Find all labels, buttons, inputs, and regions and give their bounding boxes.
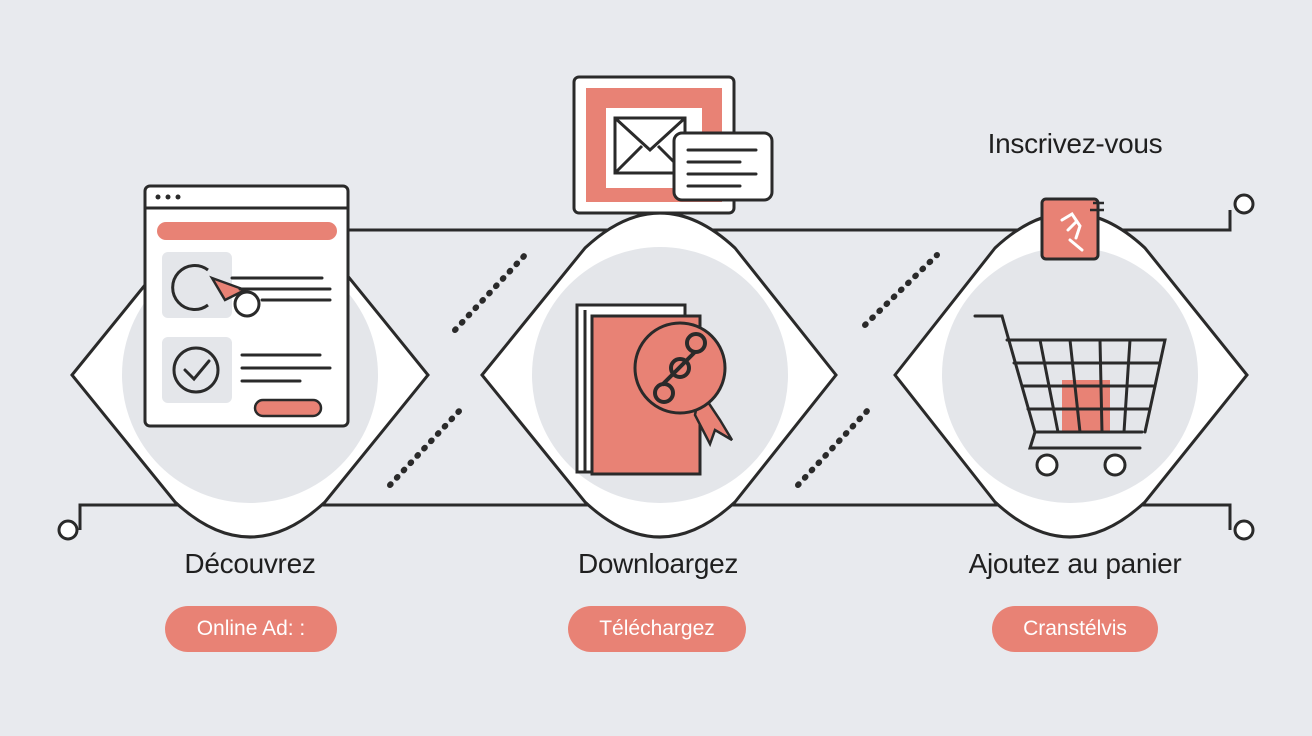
browser-window-icon xyxy=(143,184,350,428)
email-card-icon xyxy=(572,75,774,215)
tag-pill-online-ad[interactable]: Online Ad: : xyxy=(165,606,337,652)
top-rail xyxy=(345,193,1255,232)
step-label-add-to-cart: Ajoutez au panier xyxy=(968,548,1182,579)
dotted-connectors xyxy=(387,252,940,488)
node-add-to-cart xyxy=(893,211,1249,539)
tag-pill-cart[interactable]: Cranstélvis xyxy=(992,606,1158,652)
step-label-download: Downloargez xyxy=(577,548,739,579)
hand-tap-icon xyxy=(1040,197,1104,261)
signup-label: Inscrivez-vous xyxy=(987,128,1163,159)
ebook-download-icon xyxy=(575,303,734,476)
step-label-discover: Découvrez xyxy=(184,548,316,579)
node-download xyxy=(480,211,838,539)
node-discover xyxy=(70,184,430,539)
shopping-cart-icon xyxy=(973,314,1167,477)
tag-pill-download[interactable]: Téléchargez xyxy=(568,606,746,652)
